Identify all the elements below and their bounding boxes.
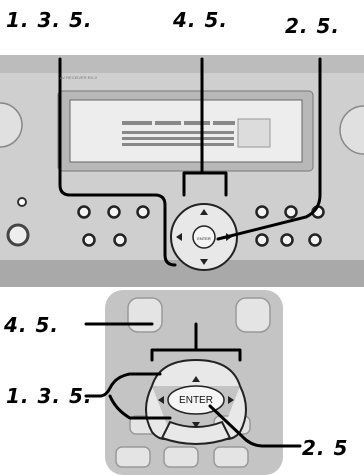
callout-remote-enter: 2. 5 [302,436,348,460]
receiver-logo: AV RECEIVER RX-V [60,75,97,80]
callout-remote-up: 4. 5. [4,313,59,337]
receiver-front-panel [0,55,364,287]
callout-top-right: 2. 5. [285,14,340,38]
callout-top-left: 1. 3. 5. [6,8,92,32]
callout-top-center: 4. 5. [173,8,228,32]
remote-enter-label: ENTER [179,395,213,406]
receiver-enter-label: ENTER [197,236,211,241]
callout-remote-left: 1. 3. 5. [6,384,92,408]
